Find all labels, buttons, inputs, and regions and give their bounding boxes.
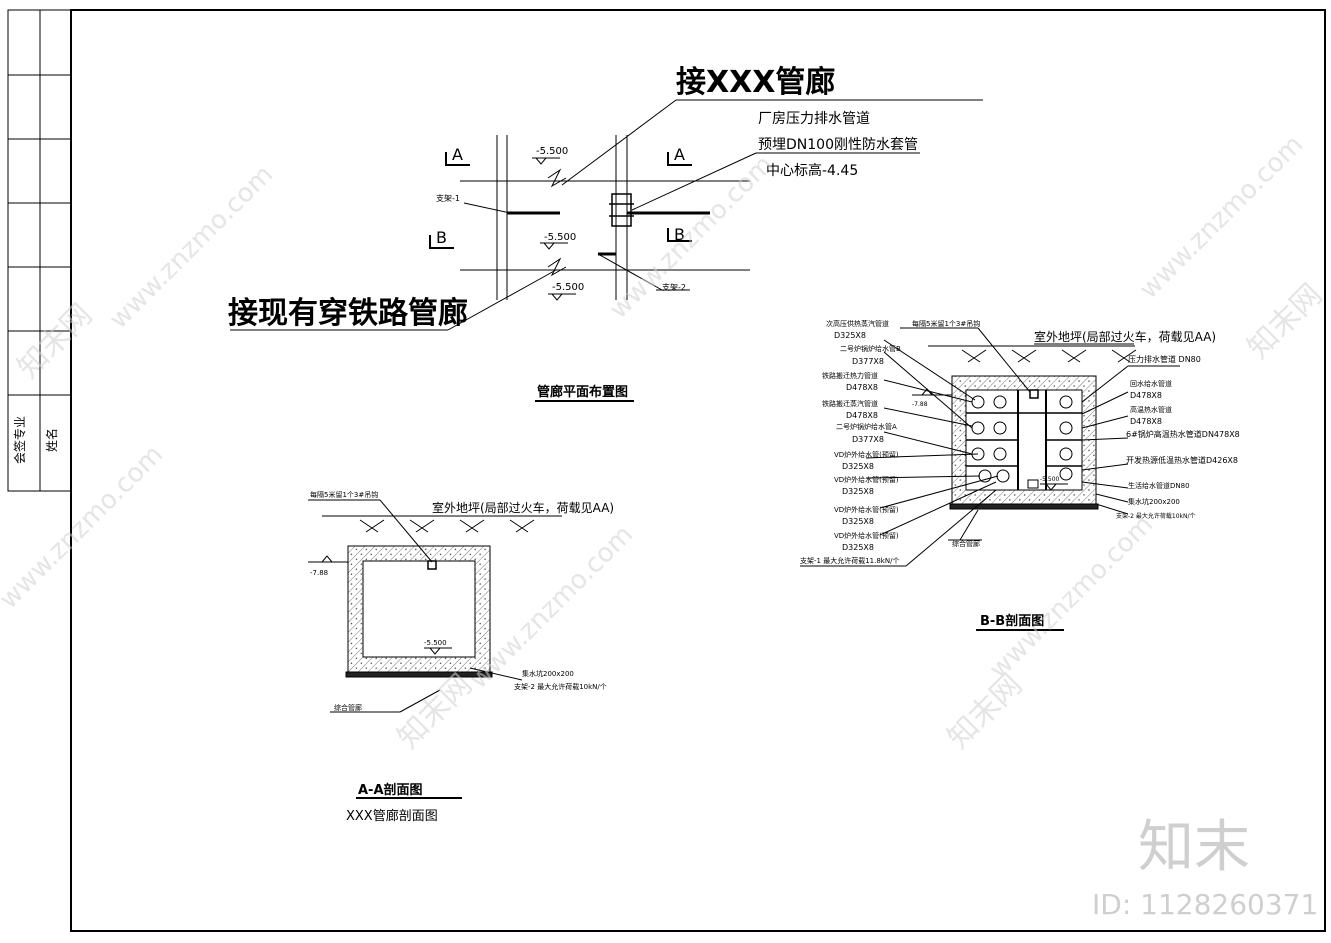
watermark-brand: 知末网 [1241,277,1329,365]
watermark-brand: 知末网 [941,667,1029,755]
bb-left-label: D325X8 [842,517,874,526]
section-marker-b-left: B [436,228,447,247]
watermark-brand: 知末网 [391,667,479,755]
plan-note-1: 厂房压力排水管道 [758,111,870,127]
plan-elevation-1: -5.500 [536,146,568,157]
bb-left-label: D325X8 [842,487,874,496]
bb-left-label: 二号炉锅炉给水管A [836,422,897,431]
section-bb [800,327,1180,631]
aa-subcaption: XXX管廊剖面图 [346,808,438,824]
plan-title-xxx: 接XXX管廊 [676,65,835,100]
bb-left-label: VD炉外给水管(预留) [834,475,899,484]
section-marker-a-left: A [452,145,463,164]
bb-left-label: 铁路搬迁热力管道 [822,371,878,380]
bb-right-label: 生活给水管道DN80 [1128,481,1190,490]
bb-support-label: 支架-1 最大允许荷载11.8kN/个 [800,556,899,565]
aa-cushion-label: 综合管廊 [334,703,362,712]
plan-note-2: 预埋DN100刚性防水套管 [758,137,918,153]
bb-left-label: D325X8 [842,543,874,552]
bb-left-label: D478X8 [846,411,878,420]
aa-floor-elevation: -5.500 [424,639,447,647]
watermark-site: www.znzmo.com [604,150,779,325]
watermark-logo: 知末 [1138,815,1250,880]
bb-right-label: D478X8 [1130,391,1162,400]
plan-caption: 管廊平面布置图 [537,384,628,400]
plan-elevation-3: -5.500 [552,282,584,293]
watermark-site: www.znzmo.com [0,440,169,615]
bb-ground-label: 室外地坪(局部过火车，荷载见AA) [1034,329,1216,344]
bb-left-label: D377X8 [852,435,884,444]
bb-left-label: D325X8 [842,462,874,471]
bb-right-label: 支架-2 最大允许荷载10kN/个 [1116,512,1196,520]
plan-note-3: 中心标高-4.45 [766,162,858,179]
watermark-brand: 知末网 [11,297,99,385]
bb-left-labels: 次高压供热蒸汽管道 D325X8 二号炉锅炉给水管B D377X8 铁路搬迁热力… [822,319,901,552]
plan-elevation-2: -5.500 [544,232,576,243]
plan-view [230,99,983,402]
aa-top-note: 每隔5米留1个3#吊钩 [310,490,378,499]
bb-right-label: 开发热源低温热水管道D426X8 [1126,455,1238,465]
bb-top-elevation: -7.88 [912,401,928,408]
plan-support-1: 支架-1 [436,193,460,203]
bb-right-label: D478X8 [1130,417,1162,426]
bb-right-label: 回水给水管道 [1130,379,1172,388]
bb-floor-elevation: -5.500 [1040,476,1060,483]
watermarks: www.znzmo.com www.znzmo.com www.znzmo.co… [0,130,1329,756]
watermark-site: www.znzmo.com [984,510,1159,685]
bb-right-label: 压力排水管道 DN80 [1128,354,1201,364]
section-aa [308,499,562,799]
bb-left-label: D325X8 [834,331,866,340]
watermark-site: www.znzmo.com [1134,130,1309,305]
bb-top-note: 每隔5米留1个3#吊钩 [912,319,980,328]
plan-title-rail: 接现有穿铁路管廊 [228,296,468,331]
title-block-row-2: 姓名 [44,428,59,452]
title-block [7,9,72,492]
aa-caption: A-A剖面图 [358,782,423,798]
drawing-frame [70,9,1326,932]
aa-support-label: 支架-2 最大允许荷载10kN/个 [514,682,607,691]
bb-left-label: 二号炉锅炉给水管B [840,344,901,353]
bb-left-label: VD炉外给水管(预留) [834,531,899,540]
title-block-row-1: 会签专业 [12,416,27,464]
bb-right-label: 高温热水管道 [1130,405,1172,414]
watermark-id: ID: 1128260371 [1092,888,1318,921]
bb-right-labels: 压力排水管道 DN80 回水给水管道 D478X8 高温热水管道 D478X8 … [1116,354,1240,520]
bb-left-label: D377X8 [852,357,884,366]
bb-right-label: 集水坑200x200 [1128,497,1180,506]
bb-caption: B-B剖面图 [980,613,1044,629]
bb-cushion-label: 综合管廊 [952,539,980,548]
bb-left-label: D478X8 [846,383,878,392]
aa-drain-label: 集水坑200x200 [522,669,574,678]
bb-left-label: 铁路搬迁蒸汽管道 [822,399,878,408]
aa-ground-label: 室外地坪(局部过火车，荷载见AA) [432,500,614,515]
bb-right-label: 6#锅炉高温热水管道DN478X8 [1126,429,1240,439]
bb-left-label: VD炉外给水管(预留) [834,450,899,459]
section-marker-b-right: B [674,225,685,244]
section-marker-a-right: A [674,145,685,164]
plan-support-2: 支架-2 [662,282,686,292]
bb-left-label: 次高压供热蒸汽管道 [826,319,889,328]
aa-top-elevation: -7.88 [310,569,328,577]
bb-left-label: VD炉外给水管(预留) [834,505,899,514]
